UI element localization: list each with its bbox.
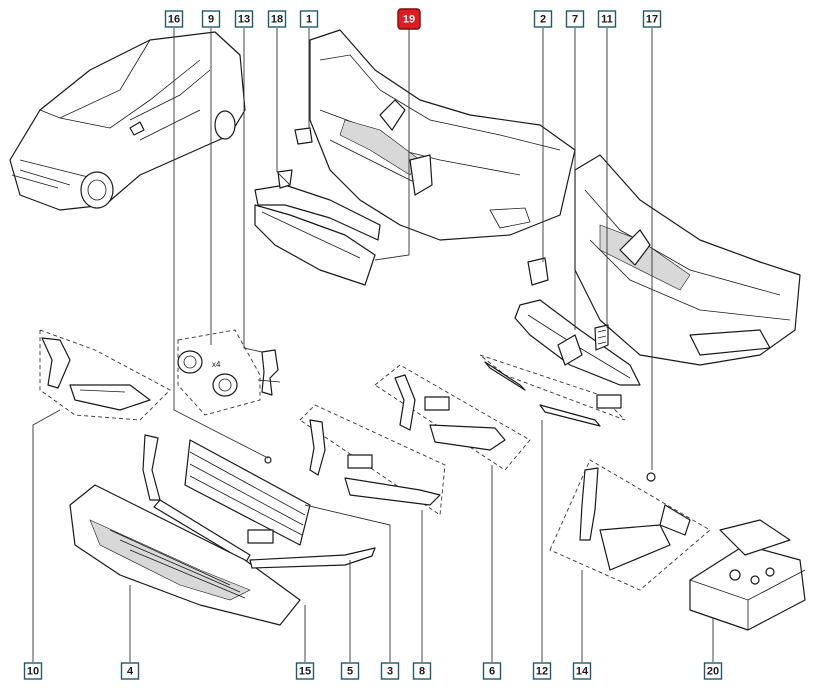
callout-number: 12: [536, 666, 548, 678]
callout-2: 2: [533, 10, 553, 28]
callout-labels: 16 9 13 18 1 19 2 7 11 17 10 4 15 5 3 8 6 12 14 20: [23, 8, 723, 680]
fog-trim-6: [374, 364, 531, 471]
callout-number: 14: [576, 666, 589, 678]
callout-number: 3: [387, 666, 393, 678]
callout-box: [533, 10, 553, 28]
callout-box: [482, 662, 502, 680]
callout-box: [380, 662, 400, 680]
callout-box: [234, 10, 254, 28]
callout-box: [267, 10, 287, 28]
callout-box: [340, 662, 360, 680]
callout-number: 19: [403, 14, 415, 26]
callout-number: 16: [168, 14, 180, 26]
callout-box: [120, 662, 140, 680]
callout-11: 11: [597, 10, 617, 28]
callout-box: [295, 662, 315, 680]
callout-box: [299, 10, 319, 28]
callout-17: 17: [642, 10, 662, 28]
callout-8: 8: [412, 662, 432, 680]
callout-number: 1: [306, 14, 312, 26]
svg-text:x4: x4: [212, 360, 221, 369]
callout-box: [642, 10, 662, 28]
undertray-4: [69, 484, 301, 626]
callout-19: 19: [397, 8, 421, 30]
car-illustration: [9, 31, 246, 211]
callout-12: 12: [532, 662, 552, 680]
callout-box: [23, 662, 43, 680]
fog-light-set-9: x4: [177, 329, 261, 416]
callout-box: [572, 662, 592, 680]
strip-5: [249, 547, 376, 569]
callout-box: [412, 662, 432, 680]
callout-13: 13: [234, 10, 254, 28]
callout-16: 16: [164, 10, 184, 28]
callout-box: [164, 10, 184, 28]
callout-5: 5: [340, 662, 360, 680]
callout-6: 6: [482, 662, 502, 680]
callout-box: [597, 10, 617, 28]
callout-box: [532, 662, 552, 680]
callout-number: 18: [271, 14, 283, 26]
callout-10: 10: [23, 662, 43, 680]
callout-number: 5: [347, 666, 353, 678]
callout-18: 18: [267, 10, 287, 28]
callout-box: [397, 8, 421, 30]
callout-box: [703, 662, 723, 680]
callout-number: 11: [601, 14, 613, 26]
callout-9: 9: [201, 10, 221, 28]
callout-15: 15: [295, 662, 315, 680]
brackets-14: [549, 459, 711, 591]
fastener-kit-20: [689, 519, 806, 631]
callout-number: 17: [646, 14, 658, 26]
trim-strips-12: [479, 354, 626, 427]
callout-number: 13: [238, 14, 250, 26]
callout-4: 4: [120, 662, 140, 680]
callout-7: 7: [565, 10, 585, 28]
callout-box: [565, 10, 585, 28]
lower-grille-18: [254, 169, 381, 286]
trim-8: [299, 404, 446, 516]
callout-number: 6: [489, 666, 495, 678]
grille-16: [142, 434, 311, 563]
callout-14: 14: [572, 662, 592, 680]
callout-20: 20: [703, 662, 723, 680]
bumper-alt-view: [527, 154, 801, 366]
callout-number: 8: [419, 666, 425, 678]
front-bumper-19: [294, 29, 576, 241]
callout-number: 2: [540, 14, 546, 26]
center-grille-7: [514, 299, 641, 386]
callout-number: 9: [208, 14, 214, 26]
callout-number: 7: [572, 14, 578, 26]
callout-1: 1: [299, 10, 319, 28]
callout-3: 3: [380, 662, 400, 680]
callout-number: 15: [299, 666, 311, 678]
callout-number: 10: [27, 666, 39, 678]
callout-number: 20: [707, 666, 719, 678]
headlight-set-10: [39, 329, 171, 421]
bracket-13: [257, 349, 281, 396]
callout-box: [201, 10, 221, 28]
leader-lines: [32, 28, 714, 662]
callout-number: 4: [127, 666, 134, 678]
